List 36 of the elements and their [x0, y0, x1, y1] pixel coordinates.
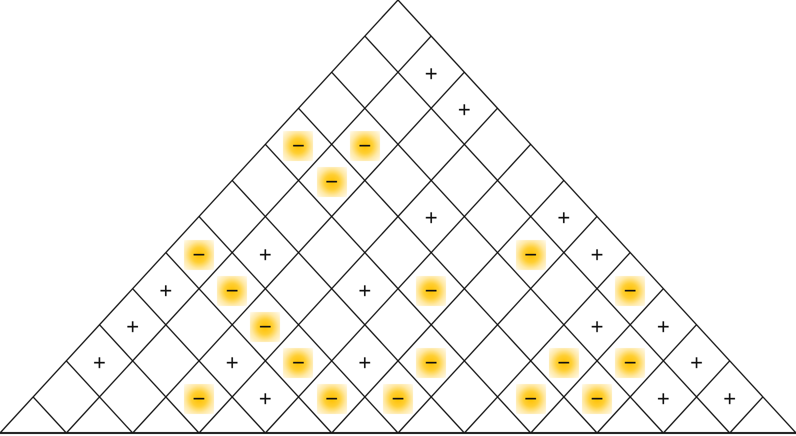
highlighted-sign: − — [184, 384, 214, 414]
sign: + — [258, 384, 273, 413]
highlighted-sign: − — [615, 348, 646, 378]
sign: + — [357, 276, 372, 305]
highlighted-sign: − — [250, 312, 280, 342]
highlighted-sign: − — [582, 384, 612, 414]
highlighted-sign: − — [516, 240, 546, 270]
highlighted-sign: − — [516, 384, 546, 414]
sign: + — [424, 204, 439, 232]
sign: + — [224, 348, 240, 377]
sign: + — [656, 312, 671, 341]
sign: + — [258, 240, 273, 269]
highlighted-sign: − — [184, 240, 214, 270]
sign: + — [424, 60, 439, 88]
sign: + — [689, 348, 704, 377]
sign: + — [590, 240, 604, 269]
sign: + — [722, 384, 738, 413]
highlighted-sign: − — [416, 348, 446, 378]
highlighted-sign: − — [548, 348, 579, 378]
sign: + — [158, 276, 174, 305]
sign: + — [556, 204, 572, 232]
highlighted-sign: − — [383, 384, 413, 414]
highlighted-sign: − — [283, 131, 314, 162]
sign: + — [656, 384, 671, 413]
highlighted-sign: − — [283, 348, 314, 378]
sign: + — [125, 312, 140, 341]
sign: + — [456, 96, 472, 124]
highlighted-sign: − — [350, 131, 380, 162]
sign: + — [92, 348, 107, 377]
sign: + — [590, 312, 604, 341]
highlighted-sign: − — [316, 167, 347, 198]
highlighted-sign: − — [615, 276, 646, 306]
highlighted-sign: − — [416, 276, 446, 306]
highlighted-sign: − — [316, 384, 347, 414]
sign: + — [357, 348, 372, 377]
highlighted-sign: − — [217, 276, 248, 306]
